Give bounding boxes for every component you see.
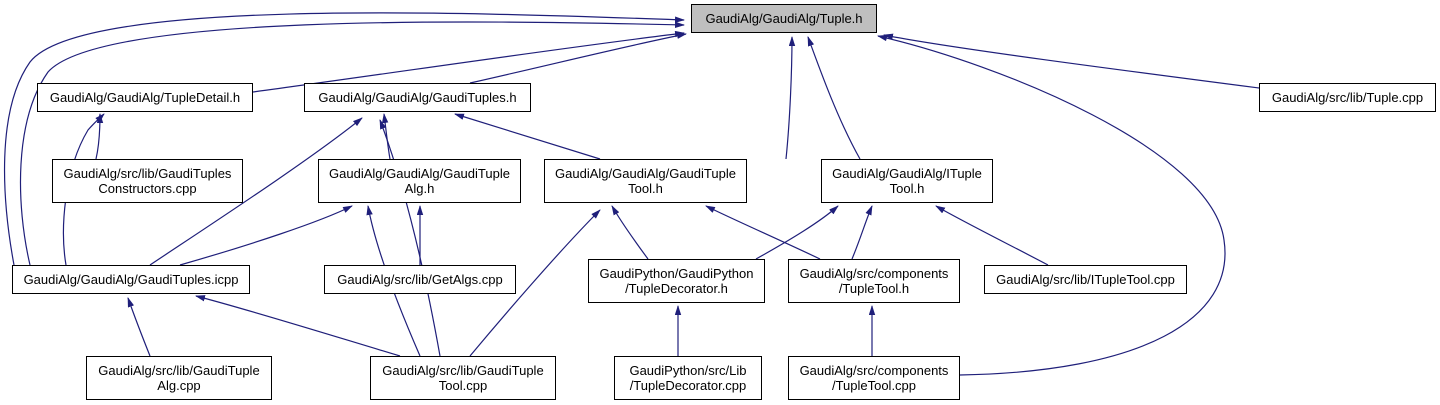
graph-edge	[3, 12, 685, 266]
graph-edge	[127, 297, 151, 357]
graph-node-tuple_h[interactable]: GaudiAlg/GaudiAlg/Tuple.h	[691, 4, 877, 33]
graph-node-label: GaudiAlg/src/lib/ITupleTool.cpp	[996, 272, 1175, 287]
graph-edge	[469, 32, 687, 84]
graph-node-gaudituplealg_h[interactable]: GaudiAlg/GaudiAlg/GaudiTuple Alg.h	[318, 159, 521, 203]
graph-edge	[935, 205, 1049, 266]
graph-node-label: GaudiAlg/GaudiAlg/GaudiTuple Tool.h	[555, 166, 736, 196]
graph-node-tupledetail_h[interactable]: GaudiAlg/GaudiAlg/TupleDetail.h	[37, 83, 253, 112]
graph-edge	[877, 34, 1226, 376]
graph-node-tupledecorator_h[interactable]: GaudiPython/GaudiPython /TupleDecorator.…	[588, 259, 765, 303]
graph-edge	[611, 205, 649, 260]
graph-node-tuple_cpp[interactable]: GaudiAlg/src/lib/Tuple.cpp	[1259, 83, 1436, 112]
graph-node-itupletool_cpp[interactable]: GaudiAlg/src/lib/ITupleTool.cpp	[984, 265, 1187, 294]
graph-node-label: GaudiPython/src/Lib /TupleDecorator.cpp	[629, 363, 747, 393]
graph-node-label: GaudiAlg/src/lib/GetAlgs.cpp	[337, 272, 503, 287]
graph-node-label: GaudiAlg/GaudiAlg/ITuple Tool.h	[832, 166, 982, 196]
graph-node-getalgs_cpp[interactable]: GaudiAlg/src/lib/GetAlgs.cpp	[324, 265, 516, 294]
graph-edge	[149, 117, 363, 266]
graph-node-components_tupletool_cpp[interactable]: GaudiAlg/src/components /TupleTool.cpp	[788, 356, 960, 400]
graph-node-gauditupletool_cpp[interactable]: GaudiAlg/src/lib/GaudiTuple Tool.cpp	[370, 356, 556, 400]
graph-edge	[883, 33, 1260, 89]
graph-node-label: GaudiAlg/src/lib/Tuple.cpp	[1271, 90, 1424, 105]
graph-edge	[454, 113, 601, 160]
graph-node-gledtupletool_h[interactable]: GaudiAlg/GaudiAlg/GaudiTuple Tool.h	[544, 159, 747, 203]
graph-node-gaudituples_icpp[interactable]: GaudiAlg/GaudiAlg/GaudiTuples.icpp	[12, 265, 250, 294]
edges-group	[3, 12, 1260, 376]
graph-node-label: GaudiAlg/src/lib/GaudiTuples Constructor…	[63, 166, 232, 196]
graph-edge	[785, 36, 796, 160]
graph-node-label: GaudiAlg/src/lib/GaudiTuple Alg.cpp	[98, 363, 260, 393]
graph-node-label: GaudiAlg/GaudiAlg/Tuple.h	[705, 11, 863, 26]
graph-node-label: GaudiAlg/GaudiAlg/GaudiTuple Alg.h	[329, 166, 510, 196]
graph-edge	[179, 205, 353, 266]
graph-edge	[705, 205, 821, 260]
graph-node-py_tupledecorator_cpp[interactable]: GaudiPython/src/Lib /TupleDecorator.cpp	[614, 356, 762, 400]
graph-node-components_tupletool_h[interactable]: GaudiAlg/src/components /TupleTool.h	[788, 259, 960, 303]
graph-edge	[379, 119, 441, 357]
graph-edge	[851, 205, 873, 260]
graph-edge	[62, 113, 105, 266]
graph-node-label: GaudiAlg/src/lib/GaudiTuple Tool.cpp	[382, 363, 544, 393]
graph-node-label: GaudiPython/GaudiPython /TupleDecorator.…	[599, 266, 754, 296]
graph-node-label: GaudiAlg/GaudiAlg/GaudiTuples.icpp	[23, 272, 239, 287]
graph-edge	[755, 205, 839, 260]
graph-node-label: GaudiAlg/src/components /TupleTool.cpp	[799, 363, 949, 393]
graph-node-label: GaudiAlg/GaudiAlg/GaudiTuples.h	[318, 90, 517, 105]
graph-node-gaudituplealg_cpp[interactable]: GaudiAlg/src/lib/GaudiTuple Alg.cpp	[86, 356, 272, 400]
graph-edge	[195, 295, 401, 357]
graph-edge	[807, 36, 861, 160]
graph-edge	[19, 21, 685, 266]
graph-node-label: GaudiAlg/src/components /TupleTool.h	[799, 266, 949, 296]
graph-edge	[381, 113, 391, 160]
graph-node-gaudituples_h[interactable]: GaudiAlg/GaudiAlg/GaudiTuples.h	[304, 83, 531, 112]
graph-node-itupletool_h[interactable]: GaudiAlg/GaudiAlg/ITuple Tool.h	[821, 159, 993, 203]
graph-node-label: GaudiAlg/GaudiAlg/TupleDetail.h	[49, 90, 241, 105]
graph-edge	[469, 209, 601, 357]
graph-node-gaudituplesconstructors_cpp[interactable]: GaudiAlg/src/lib/GaudiTuples Constructor…	[52, 159, 243, 203]
